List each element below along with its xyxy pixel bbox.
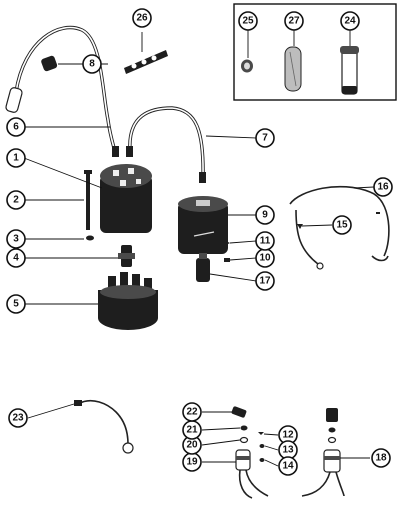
svg-text:23: 23 (12, 413, 24, 424)
leader-lines (23, 30, 375, 467)
callout-9: 9 (255, 205, 275, 225)
part-3-washer (86, 235, 94, 241)
inset-box (233, 3, 397, 101)
callout-1: 1 (6, 148, 26, 168)
callout-15: 15 (332, 215, 352, 235)
part-18-coil-assembly (301, 408, 345, 497)
callout-4: 4 (6, 248, 26, 268)
part-24-cylinder (340, 46, 359, 95)
callout-3: 3 (6, 229, 26, 249)
callout-16: 16 (373, 177, 393, 197)
svg-text:10: 10 (259, 253, 271, 264)
svg-text:25: 25 (242, 16, 254, 27)
callout-27: 27 (284, 11, 304, 31)
part-9-housing (178, 196, 228, 254)
part-23-ground-wire (74, 399, 134, 454)
svg-text:14: 14 (282, 461, 294, 472)
callout-7: 7 (255, 128, 275, 148)
part-16-harness (289, 185, 390, 270)
part-15-clip (297, 224, 303, 229)
part-2-screw (84, 170, 92, 230)
part-4-rotor (118, 245, 135, 267)
svg-text:18: 18 (375, 453, 387, 464)
part-25-grommet (241, 59, 253, 73)
svg-text:24: 24 (344, 16, 356, 27)
svg-text:7: 7 (262, 133, 268, 144)
part-27-tube (284, 46, 302, 92)
callout-26: 26 (132, 8, 152, 28)
callout-2: 2 (6, 190, 26, 210)
svg-text:8: 8 (89, 59, 95, 70)
callout-24: 24 (340, 11, 360, 31)
part-20-washer (239, 436, 249, 444)
callout-10: 10 (255, 248, 275, 268)
callout-25: 25 (238, 11, 258, 31)
part-14-nut (259, 458, 265, 462)
svg-text:6: 6 (13, 122, 19, 133)
svg-text:1: 1 (13, 153, 19, 164)
callout-17: 17 (255, 271, 275, 291)
part-22-screw (231, 406, 247, 418)
callout-14: 14 (278, 456, 298, 476)
svg-text:5: 5 (13, 299, 19, 310)
svg-text:16: 16 (377, 182, 389, 193)
part-12-screw (258, 432, 264, 435)
part-1-distributor-cap (100, 164, 152, 233)
svg-text:4: 4 (13, 253, 19, 264)
callout-23: 23 (8, 408, 28, 428)
svg-text:26: 26 (136, 13, 148, 24)
callout-19: 19 (182, 452, 202, 472)
callout-6: 6 (6, 117, 26, 137)
callout-18: 18 (371, 448, 391, 468)
svg-text:22: 22 (186, 407, 198, 418)
part-6-coil-wire (5, 25, 119, 157)
svg-text:15: 15 (336, 220, 348, 231)
svg-text:11: 11 (260, 236, 271, 247)
part-5-cap (98, 272, 158, 330)
part-19-coil-terminal (235, 449, 269, 499)
svg-text:13: 13 (282, 445, 294, 456)
callout-21: 21 (182, 420, 202, 440)
callout-20: 20 (182, 435, 202, 455)
svg-text:2: 2 (13, 195, 19, 206)
callout-8: 8 (82, 54, 102, 74)
svg-text:27: 27 (288, 16, 300, 27)
callout-11: 11 (255, 231, 275, 251)
svg-text:21: 21 (186, 425, 198, 436)
svg-text:20: 20 (186, 440, 198, 451)
part-10-nut (224, 258, 230, 262)
part-26-wire-clip (124, 50, 168, 74)
part-21-washer (240, 425, 248, 431)
part-13-washer (259, 444, 265, 448)
svg-text:3: 3 (13, 234, 19, 245)
part-11-screw (226, 241, 230, 245)
svg-text:12: 12 (282, 430, 294, 441)
part-7-plug-wire (126, 106, 206, 183)
callout-22: 22 (182, 402, 202, 422)
svg-text:17: 17 (259, 276, 271, 287)
part-8-boot (41, 55, 58, 72)
svg-text:19: 19 (186, 457, 198, 468)
svg-text:9: 9 (262, 210, 268, 221)
part-17-connector (196, 253, 210, 282)
callout-5: 5 (6, 294, 26, 314)
